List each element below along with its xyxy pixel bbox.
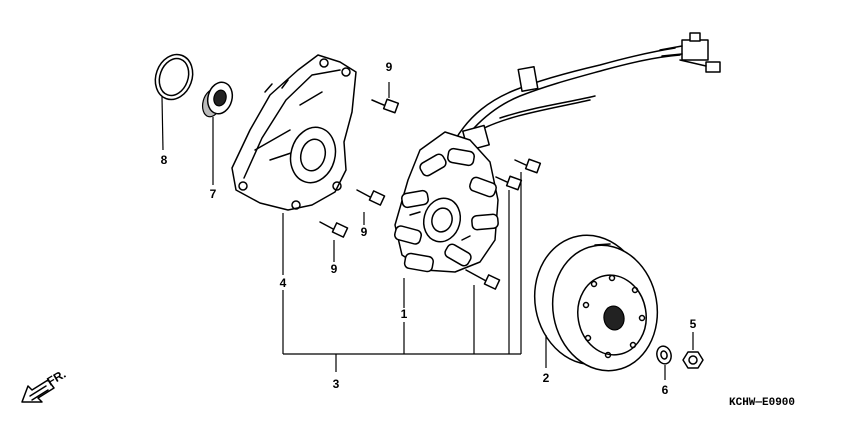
left-crankcase-cover-part [231, 54, 357, 211]
o-ring-part [154, 53, 194, 101]
front-direction-arrow: FR. [21, 367, 68, 403]
bolt-part-lower [319, 221, 349, 238]
flywheel-part [533, 234, 659, 372]
callout-3: 3 [333, 377, 340, 391]
leader-lines [161, 82, 694, 380]
stator-bolt-part-bottom [465, 269, 501, 290]
callout-7: 7 [210, 187, 217, 201]
bolt-part-middle [356, 189, 386, 206]
stator-bolt-part-right-lower [495, 175, 523, 191]
stator-bolt-part-right-upper [514, 158, 542, 174]
diagram-code: KCHW—E0900 [729, 397, 795, 409]
callout-2: 2 [543, 371, 550, 385]
callout-6: 6 [662, 383, 669, 397]
callout-5: 5 [690, 317, 697, 331]
callout-4: 4 [280, 276, 287, 290]
callout-8: 8 [161, 153, 168, 167]
nut-part [682, 351, 704, 369]
callout-9-middle: 9 [361, 225, 368, 239]
callout-1: 1 [401, 307, 408, 321]
callout-9-upper: 9 [386, 60, 393, 74]
callout-9-lower: 9 [331, 262, 338, 276]
stator-part [394, 32, 721, 273]
washer-part [656, 345, 672, 365]
bolt-part-upper [371, 98, 400, 114]
oil-seal-part [201, 81, 234, 118]
